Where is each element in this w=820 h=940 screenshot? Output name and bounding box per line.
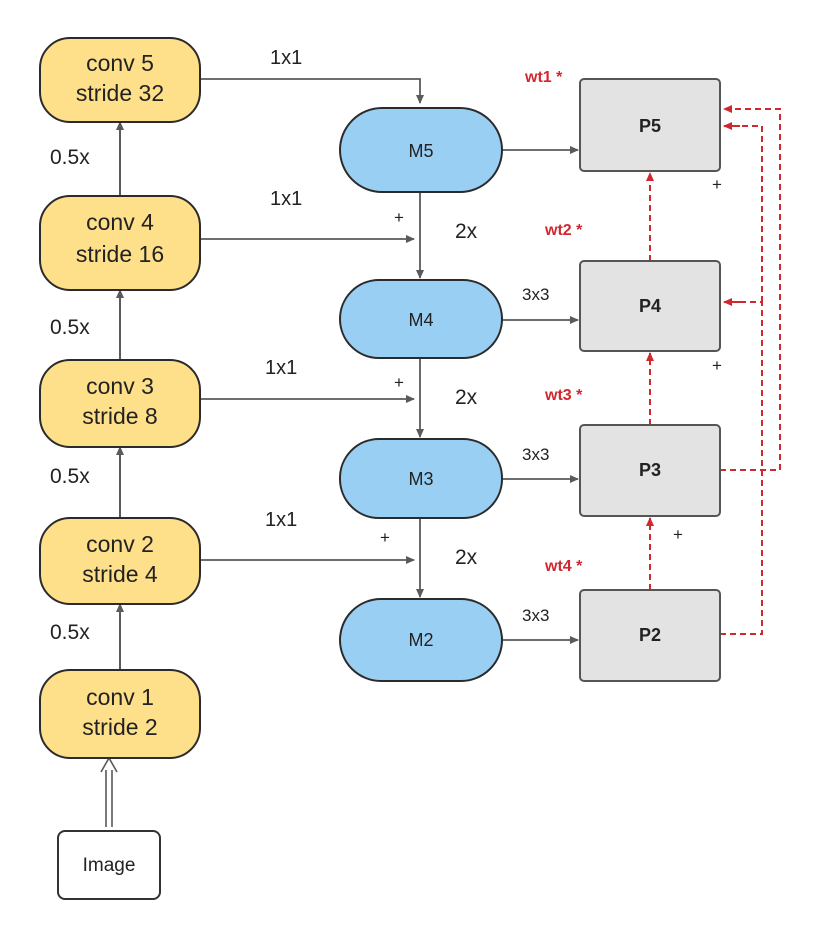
conv3-label: conv 3 [86,373,154,399]
p4-node: P4 [579,260,721,352]
plus-p5: + [712,175,722,194]
image-label: Image [83,855,136,876]
p2-node: P2 [579,589,721,682]
conv4-node: conv 4 stride 16 [39,195,201,291]
lateral-label-conv4: 1x1 [270,188,302,210]
m3-node: M3 [339,438,503,519]
p4-label: P4 [639,296,661,316]
upsample-label-2: 2x [455,386,478,409]
conv1-label: conv 1 [86,684,154,710]
lateral-conv5-m5 [200,78,424,104]
p5-label: P5 [639,116,661,136]
weight-label-2: wt2 * [544,222,583,239]
m2-node: M2 [339,598,503,682]
conv3x3-label-p3: 3x3 [522,445,549,464]
weight-label-3: wt3 * [544,387,583,404]
p3-node: P3 [579,424,721,517]
m5-label: M5 [408,141,433,161]
downsample-label-1: 0.5x [50,621,90,644]
weighted-p3-skip [720,105,781,471]
conv3x3-label-p4: 3x3 [522,285,549,304]
conv1-node: conv 1 stride 2 [39,669,201,759]
weighted-p2-skip [720,125,763,635]
conv4-stride: stride 16 [76,241,164,267]
lateral-label-conv3: 1x1 [265,357,297,379]
downsample-label-2: 0.5x [50,465,90,488]
lateral-label-conv5: 1x1 [270,47,302,69]
p5-node: P5 [579,78,721,172]
image-to-conv1-arrow [100,756,118,827]
p3-label: P3 [639,460,661,480]
conv2-node: conv 2 stride 4 [39,517,201,605]
conv1-stride: stride 2 [82,714,157,740]
p2-label: P2 [639,625,661,645]
upsample-label-1: 2x [455,220,478,243]
conv5-label: conv 5 [86,50,154,76]
conv3-node: conv 3 stride 8 [39,359,201,448]
conv2-label: conv 2 [86,531,154,557]
conv3x3-label-p2: 3x3 [522,606,549,625]
m5-node: M5 [339,107,503,193]
m3-label: M3 [408,469,433,489]
plus-m2: + [380,528,390,547]
plus-m3: + [394,373,404,392]
plus-m4: + [394,208,404,227]
m2-label: M2 [408,630,433,650]
m4-node: M4 [339,279,503,359]
downsample-label-4: 0.5x [50,146,90,169]
conv2-stride: stride 4 [82,561,158,587]
weight-label-1: wt1 * [524,69,563,86]
conv5-node: conv 5 stride 32 [39,37,201,123]
lateral-label-conv2: 1x1 [265,509,297,531]
upsample-label-3: 2x [455,546,478,569]
weight-label-4: wt4 * [544,558,583,575]
downsample-label-3: 0.5x [50,316,90,339]
conv3-stride: stride 8 [82,403,157,429]
m4-label: M4 [408,310,433,330]
image-input-node: Image [57,830,161,900]
conv5-stride: stride 32 [76,80,164,106]
plus-p4: + [712,356,722,375]
conv4-label: conv 4 [86,209,154,235]
plus-p3: + [673,525,683,544]
